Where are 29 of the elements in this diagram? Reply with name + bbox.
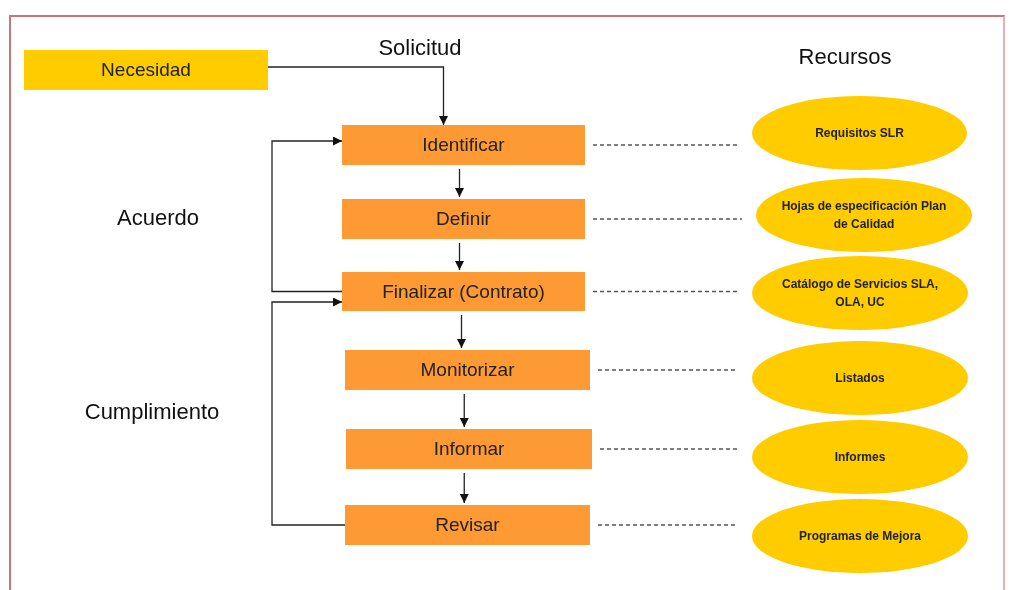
process-box: Identificar: [342, 125, 585, 165]
resource-ellipse: Requisitos SLR: [752, 96, 967, 170]
need-box: Necesidad: [24, 50, 268, 90]
arrow: [271, 136, 343, 293]
process-box: Finalizar (Contrato): [342, 272, 585, 311]
resource-ellipse: Informes: [752, 420, 968, 494]
column-heading: Recursos: [798, 44, 892, 70]
resource-ellipse: Listados: [752, 341, 968, 415]
process-box: Informar: [346, 429, 592, 469]
dashed-connector: [592, 290, 739, 293]
resource-ellipse: Hojas de especificación Plan de Calidad: [756, 178, 972, 252]
dashed-connector: [592, 144, 739, 146]
arrow: [271, 297, 346, 526]
resource-ellipse: Catálogo de Servicios SLA, OLA, UC: [752, 256, 968, 330]
arrow: [459, 472, 469, 504]
phase-label: Acuerdo: [117, 205, 199, 231]
resource-ellipse: Programas de Mejora: [752, 499, 968, 573]
arrow: [267, 66, 448, 126]
column-heading: Solicitud: [378, 35, 462, 61]
process-box: Monitorizar: [345, 350, 590, 390]
arrow: [455, 242, 464, 271]
phase-label: Cumplimiento: [84, 399, 220, 425]
dashed-connector: [592, 218, 743, 220]
dashed-connector: [599, 448, 739, 450]
arrow: [455, 168, 464, 198]
process-box: Definir: [342, 199, 585, 239]
arrow: [459, 393, 469, 428]
process-box: Revisar: [345, 505, 590, 545]
arrow: [457, 314, 466, 349]
